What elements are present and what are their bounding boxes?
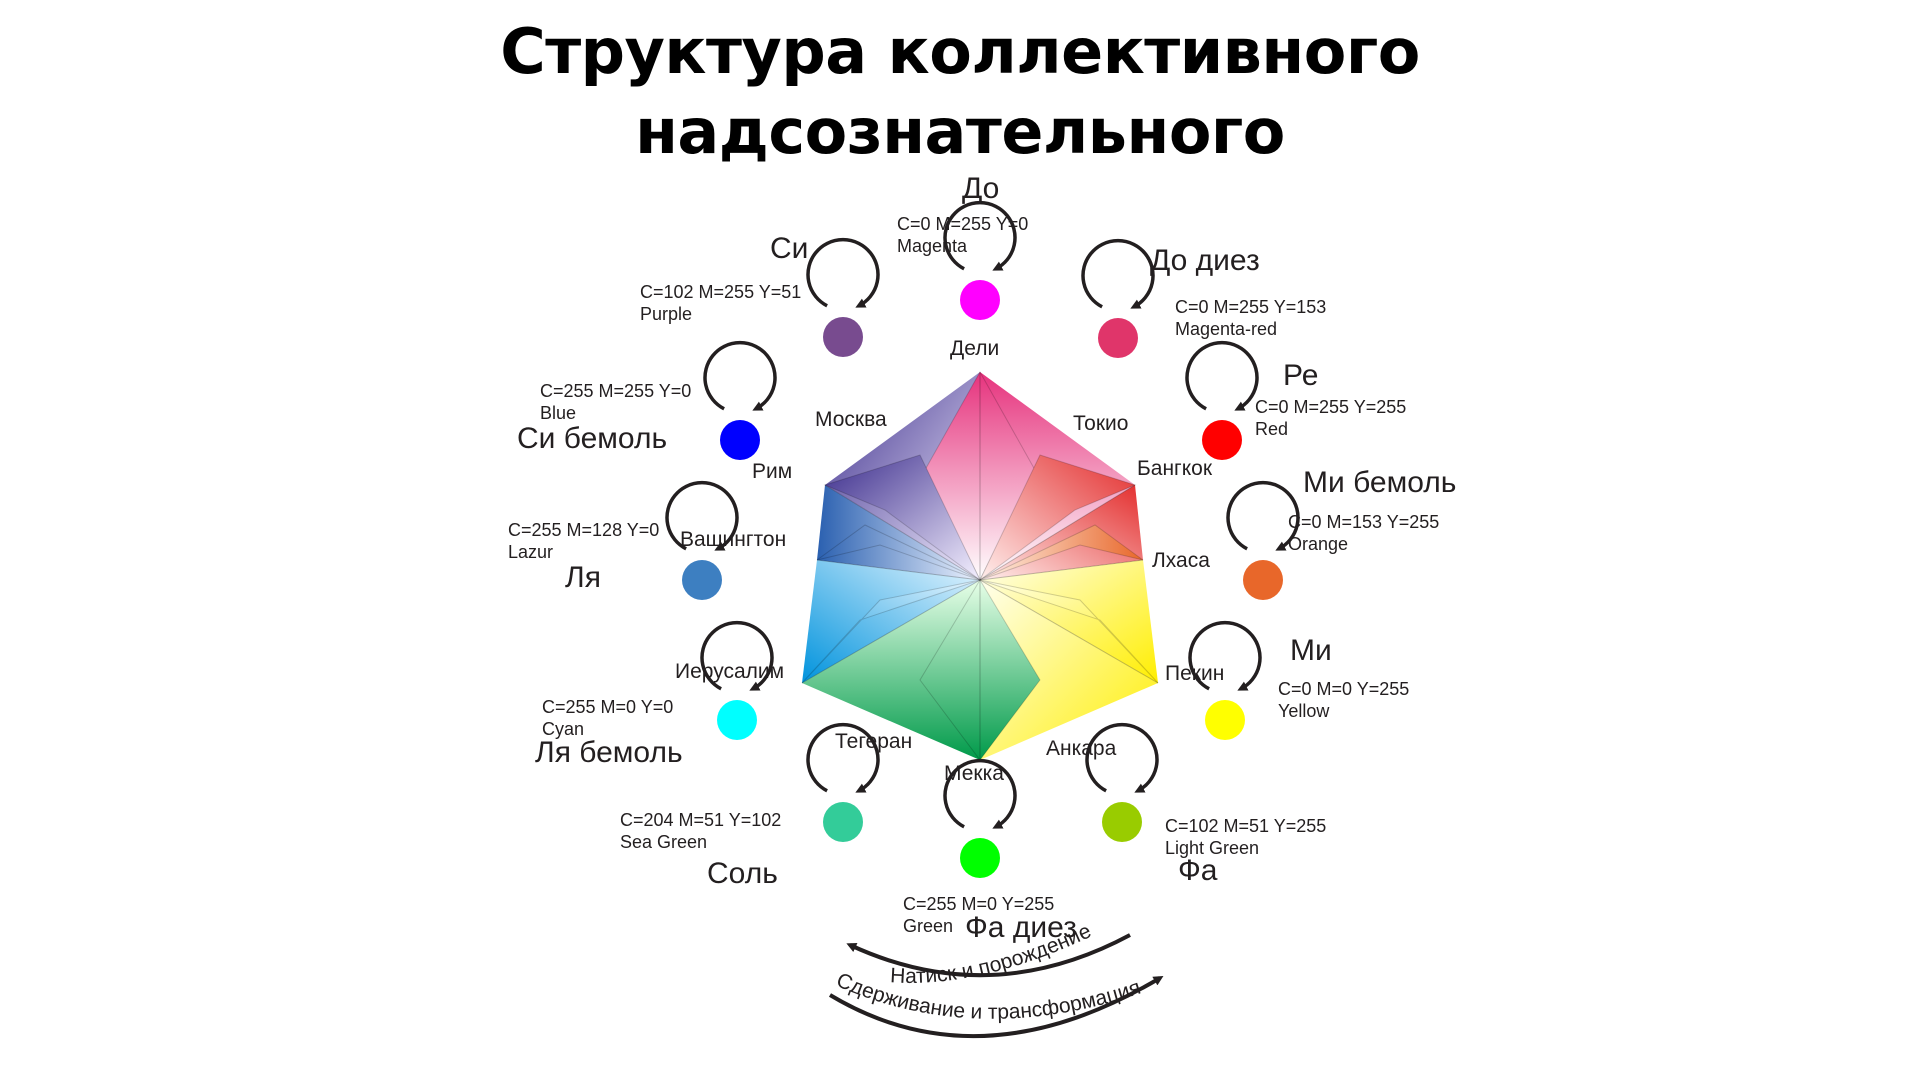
star-segment <box>817 485 980 580</box>
cmyk-value: C=102 M=255 Y=51 <box>640 282 801 302</box>
color-swatch <box>1205 700 1245 740</box>
city-label: Мекка <box>944 762 1004 785</box>
city-label: Пекин <box>1165 662 1224 685</box>
cmyk-value: C=0 M=255 Y=153 <box>1175 297 1326 317</box>
note-name: Ля бемоль <box>535 736 683 769</box>
note-name: Си <box>770 232 808 265</box>
color-swatch <box>1243 560 1283 600</box>
color-name: Lazur <box>508 542 553 562</box>
cmyk-value: C=255 M=128 Y=0 <box>508 520 659 540</box>
city-label: Токио <box>1073 412 1128 435</box>
rotation-arrow-icon <box>806 722 880 793</box>
color-swatch <box>960 838 1000 878</box>
city-label: Дели <box>950 337 999 360</box>
rotation-arrow-icon <box>1185 340 1259 411</box>
note-name: Си бемоль <box>517 422 667 455</box>
cmyk-value: C=204 M=51 Y=102 <box>620 810 781 830</box>
rotation-arrow-icon <box>806 237 880 308</box>
cmyk-value: C=255 M=0 Y=0 <box>542 697 673 717</box>
city-label: Иерусалим <box>675 660 784 683</box>
color-name: Magenta-red <box>1175 319 1277 339</box>
note-name: Ля <box>565 561 601 594</box>
rotation-arrow-icon <box>1188 620 1262 691</box>
flow-upper-arc <box>846 933 1131 978</box>
star-petal <box>823 454 981 581</box>
color-swatch <box>823 317 863 357</box>
note-name: Соль <box>707 857 778 890</box>
title-line-2: надсознательного <box>635 95 1285 168</box>
star-segment <box>802 580 980 760</box>
city-label: Анкара <box>1046 737 1117 760</box>
rotation-arrow-icon <box>703 340 777 411</box>
color-name: Purple <box>640 304 692 324</box>
color-name: Sea Green <box>620 832 707 852</box>
star-segment <box>980 485 1143 580</box>
star-segment <box>980 580 1158 760</box>
note-name: До диез <box>1150 244 1260 277</box>
city-label: Лхаса <box>1152 549 1210 572</box>
rotation-arrow-icon <box>700 620 774 691</box>
color-swatch <box>960 280 1000 320</box>
color-name: Blue <box>540 403 576 423</box>
cmyk-value: C=0 M=255 Y=0 <box>897 214 1028 234</box>
color-name: Red <box>1255 419 1288 439</box>
color-swatch <box>823 802 863 842</box>
rotation-arrow-icon <box>943 200 1017 271</box>
flow-lower-arc <box>828 975 1164 1039</box>
note-name: Ми <box>1290 634 1332 667</box>
color-name: Yellow <box>1278 701 1330 721</box>
rotation-arrow-icon <box>1226 480 1300 551</box>
cmyk-value: C=0 M=0 Y=255 <box>1278 679 1409 699</box>
note-name: Фа <box>1178 854 1218 887</box>
rotation-arrow-icon <box>943 758 1017 829</box>
color-name: Green <box>903 916 953 936</box>
city-label: Бангкок <box>1137 457 1213 480</box>
note-name: До <box>962 172 999 205</box>
color-name: Orange <box>1288 534 1348 554</box>
color-swatch <box>682 560 722 600</box>
note-name: Ре <box>1283 359 1318 392</box>
cmyk-value: C=0 M=255 Y=255 <box>1255 397 1406 417</box>
city-label: Рим <box>752 460 792 483</box>
color-swatch <box>1202 420 1242 460</box>
cmyk-value: C=102 M=51 Y=255 <box>1165 816 1326 836</box>
cmyk-value: C=255 M=255 Y=0 <box>540 381 691 401</box>
city-label: Тегеран <box>835 730 912 753</box>
rotation-arrow-icon <box>1081 238 1155 309</box>
page-title: Структура коллективного надсознательного <box>0 12 1920 172</box>
color-name: Cyan <box>542 719 584 739</box>
color-swatch <box>1098 318 1138 358</box>
cmyk-value: C=255 M=0 Y=255 <box>903 894 1054 914</box>
color-star <box>801 370 1159 761</box>
color-swatch <box>717 700 757 740</box>
color-name: Magenta <box>897 236 968 256</box>
note-name: Фа диез <box>965 911 1077 944</box>
title-line-1: Структура коллективного <box>500 15 1420 88</box>
color-swatch <box>720 420 760 460</box>
rotation-arrow-icon <box>665 480 739 551</box>
city-label: Вашингтон <box>680 528 786 551</box>
color-name: Light Green <box>1165 838 1259 858</box>
cmyk-value: C=0 M=153 Y=255 <box>1288 512 1439 532</box>
rotation-arrow-icon <box>1085 722 1159 793</box>
city-label: Москва <box>815 408 887 431</box>
note-name: Ми бемоль <box>1303 466 1456 499</box>
color-swatch <box>1102 802 1142 842</box>
